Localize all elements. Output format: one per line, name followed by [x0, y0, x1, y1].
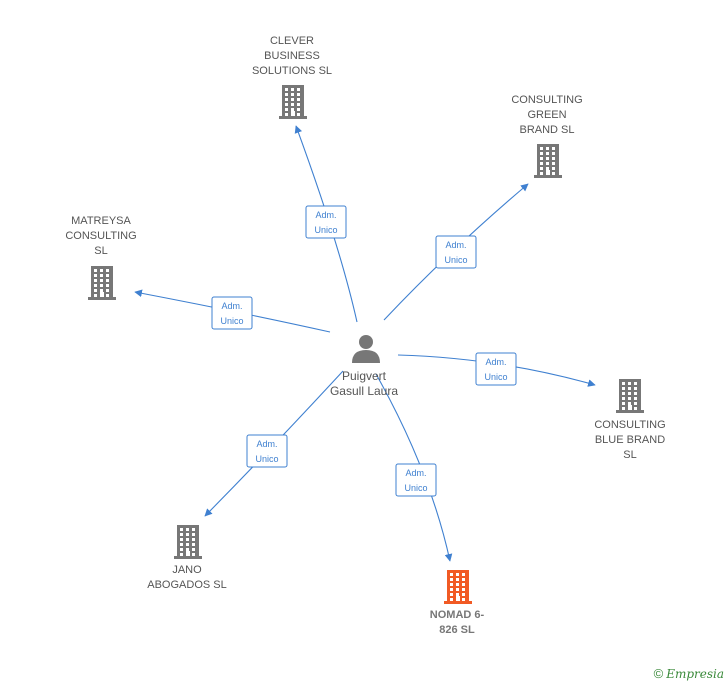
edge-label-text: Adm. — [221, 301, 242, 311]
company-node-nomad[interactable]: NOMAD 6- 826 SL — [430, 570, 485, 636]
company-name-line: NOMAD 6- — [430, 609, 485, 621]
company-name-line: SOLUTIONS SL — [252, 65, 332, 77]
company-name-line: CONSULTING — [594, 419, 665, 431]
building-icon — [88, 266, 116, 300]
building-icon — [534, 144, 562, 178]
edge-label-box[interactable] — [435, 235, 477, 269]
edge-blue: Adm. Unico — [397, 352, 596, 387]
person-name-line: Puigvert — [342, 369, 387, 383]
edge-green: Adm. Unico — [383, 183, 529, 321]
edge-label-text: Unico — [444, 255, 467, 265]
company-name-line: SL — [94, 245, 107, 257]
edge-label-text: Adm. — [256, 439, 277, 449]
company-name-line: CONSULTING — [65, 230, 136, 242]
person-name-line: Gasull Laura — [330, 384, 398, 398]
company-name-line: JANO — [172, 564, 202, 576]
watermark: © Empresia — [654, 666, 724, 681]
edge-label-box[interactable] — [395, 463, 437, 497]
edge-label-text: Unico — [314, 225, 337, 235]
edge-jano: Adm. Unico — [204, 370, 344, 517]
company-name-line: BUSINESS — [264, 50, 320, 62]
edge-label-text: Adm. — [445, 240, 466, 250]
edge-label-text: Unico — [220, 316, 243, 326]
company-node-matreysa[interactable]: MATREYSA CONSULTING SL — [65, 215, 137, 300]
edge-nomad: Adm. Unico — [375, 373, 453, 562]
company-name-line: CLEVER — [270, 35, 314, 47]
company-name-line: BLUE BRAND — [595, 434, 665, 446]
edge-label-text: Adm. — [405, 468, 426, 478]
edge-label-box[interactable] — [211, 296, 253, 330]
company-name-line: GREEN — [527, 109, 566, 121]
edge-label-box[interactable] — [246, 434, 288, 468]
edge-clever: Adm. Unico — [294, 125, 358, 323]
edges-layer: Adm.UnicoAdm.UnicoAdm.UnicoAdm.UnicoAdm.… — [134, 125, 596, 562]
company-node-green[interactable]: CONSULTING GREEN BRAND SL — [511, 94, 583, 178]
building-icon — [174, 525, 202, 559]
company-node-clever[interactable]: CLEVER BUSINESS SOLUTIONS SL — [252, 35, 332, 119]
company-name-line: CONSULTING — [511, 94, 582, 106]
company-name-line: MATREYSA — [71, 215, 131, 227]
building-icon — [279, 85, 307, 119]
edge-label-text: Adm. — [485, 357, 506, 367]
brand-logo: Empresia — [666, 666, 724, 681]
edge-label-text: Unico — [404, 483, 427, 493]
edge-label-text: Unico — [484, 372, 507, 382]
person-icon — [352, 335, 380, 363]
edge-label-box[interactable] — [475, 352, 517, 386]
building-icon — [616, 379, 644, 413]
copyright-icon: © — [653, 666, 664, 681]
building-icon — [444, 570, 472, 604]
company-node-jano[interactable]: JANO ABOGADOS SL — [147, 525, 227, 591]
company-name-line: 826 SL — [439, 624, 475, 636]
edge-matreysa: Adm. Unico — [134, 289, 331, 333]
edge-label-text: Adm. — [315, 210, 336, 220]
company-name-line: ABOGADOS SL — [147, 579, 226, 591]
edge-label-box[interactable] — [305, 205, 347, 239]
company-node-blue[interactable]: CONSULTING BLUE BRAND SL — [594, 379, 666, 461]
edge-label-text: Unico — [255, 454, 278, 464]
company-name-line: SL — [623, 449, 636, 461]
company-name-line: BRAND SL — [519, 124, 574, 136]
